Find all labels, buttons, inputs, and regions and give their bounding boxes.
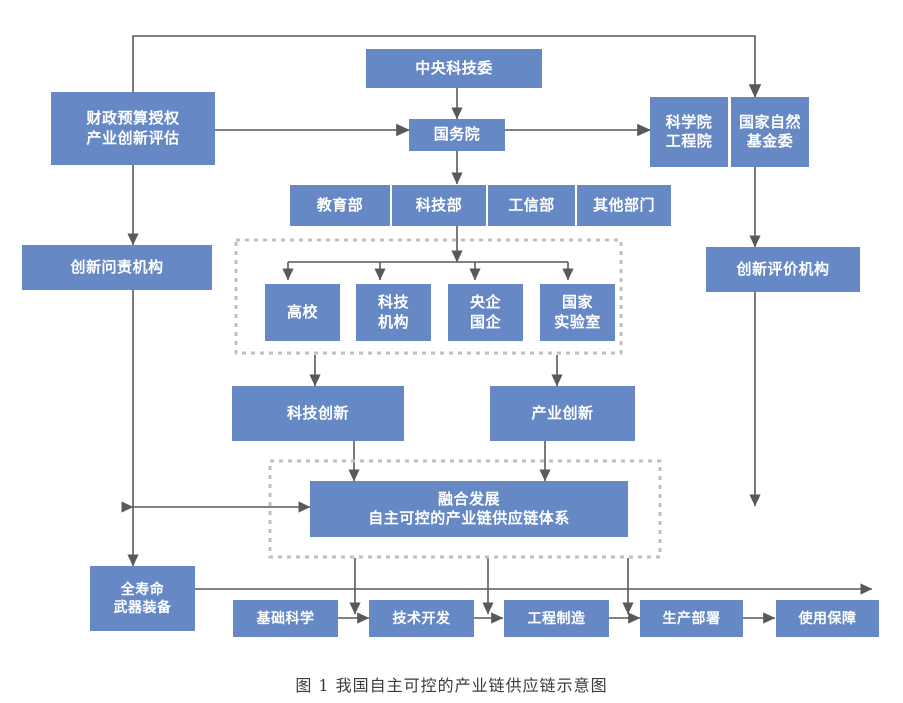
node-innovation-accountability-body[interactable]: 创新问责机构: [22, 245, 212, 290]
node-label: 创新评价机构: [736, 260, 830, 278]
node-full-lifecycle-weapons[interactable]: 全寿命 武器装备: [90, 566, 195, 631]
node-production-deployment[interactable]: 生产部署: [640, 600, 743, 637]
node-technology-development[interactable]: 技术开发: [369, 600, 474, 637]
node-label-line2: 基金委: [746, 133, 794, 150]
node-label-line2: 产业创新评估: [86, 129, 180, 147]
node-national-natural-science-foundation[interactable]: 国家自然 基金委: [731, 97, 809, 167]
node-label: 创新问责机构: [70, 258, 164, 276]
node-basic-science[interactable]: 基础科学: [233, 600, 338, 637]
node-label: 中央科技委: [415, 59, 493, 77]
node-label-line1: 国家自然: [738, 113, 801, 131]
node-label: 基础科学: [256, 609, 315, 626]
node-label: 其他部门: [592, 196, 655, 214]
node-label: 生产部署: [662, 609, 721, 626]
node-label-line2: 武器装备: [113, 598, 172, 615]
node-usage-support[interactable]: 使用保障: [776, 600, 879, 637]
node-label: 科技创新: [286, 404, 349, 422]
node-central-sci-tech-committee[interactable]: 中央科技委: [366, 49, 542, 88]
node-label-line1: 全寿命: [120, 580, 165, 597]
node-ministry-of-industry-information[interactable]: 工信部: [488, 185, 575, 226]
connector-top-bus: [126, 35, 762, 105]
node-label: 教育部: [316, 196, 364, 214]
node-sci-tech-innovation[interactable]: 科技创新: [232, 386, 404, 441]
node-label: 科技部: [415, 196, 463, 214]
node-label-line2: 工程院: [665, 133, 713, 150]
node-label: 国务院: [433, 126, 481, 144]
node-integrated-development[interactable]: 融合发展 自主可控的产业链供应链体系: [310, 481, 628, 537]
node-state-owned-enterprises[interactable]: 央企 国企: [448, 284, 523, 341]
node-label: 技术开发: [392, 609, 451, 626]
node-ministry-of-science-technology[interactable]: 科技部: [392, 185, 486, 226]
node-engineering-manufacturing[interactable]: 工程制造: [504, 600, 609, 637]
node-label-line2: 国企: [469, 313, 501, 331]
node-sci-tech-institutions[interactable]: 科技 机构: [356, 284, 431, 341]
node-label: 高校: [286, 303, 318, 321]
node-label: 产业创新: [531, 404, 594, 422]
node-universities[interactable]: 高校: [265, 284, 340, 341]
node-national-laboratory[interactable]: 国家 实验室: [540, 284, 615, 341]
executor-group-box: [234, 238, 623, 355]
node-label-line1: 融合发展: [437, 490, 500, 508]
node-label-line1: 央企: [469, 294, 501, 312]
node-label-line2: 机构: [377, 313, 409, 331]
node-label-line1: 科学院: [665, 113, 713, 131]
node-academy-of-sciences-engineering[interactable]: 科学院 工程院: [650, 97, 728, 167]
node-label: 工信部: [508, 196, 555, 214]
node-other-departments[interactable]: 其他部门: [577, 185, 671, 226]
node-label-line2: 实验室: [554, 313, 601, 331]
node-state-council[interactable]: 国务院: [409, 119, 505, 151]
figure-caption: 图 1 我国自主可控的产业链供应链示意图: [295, 676, 608, 695]
node-label: 使用保障: [798, 609, 857, 626]
node-innovation-evaluation-body[interactable]: 创新评价机构: [706, 247, 860, 292]
node-label: 工程制造: [527, 609, 586, 626]
node-label-line2: 自主可控的产业链供应链体系: [368, 510, 570, 527]
node-label-line1: 科技: [377, 294, 409, 312]
node-label-line1: 国家: [561, 294, 593, 312]
node-industrial-innovation[interactable]: 产业创新: [490, 386, 635, 441]
node-fiscal-budget-authorization[interactable]: 财政预算授权 产业创新评估: [51, 92, 215, 165]
node-ministry-of-education[interactable]: 教育部: [290, 185, 390, 226]
node-label-line1: 财政预算授权: [86, 110, 180, 128]
